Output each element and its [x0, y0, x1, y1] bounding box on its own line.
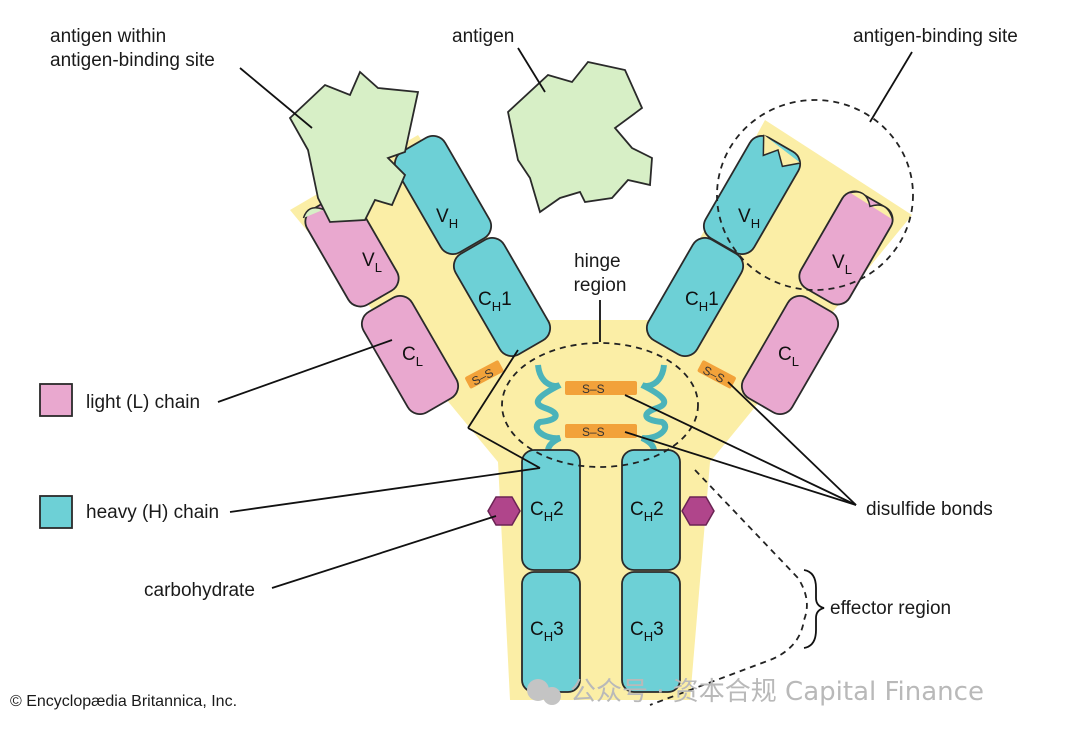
antibody-background-region — [290, 120, 912, 700]
effector-brace — [803, 569, 825, 649]
left-vh-domain — [393, 134, 493, 256]
hinge-region-label: hinge region — [574, 251, 627, 296]
right-vl-label: VL — [832, 252, 852, 277]
bound-antigen — [288, 70, 420, 223]
antigen-binding-site-outline — [716, 99, 914, 291]
effector-region-label: effector region — [830, 598, 951, 619]
heavy-chain-leader-1 — [229, 467, 541, 513]
hinge-bond-2 — [565, 424, 637, 438]
copyright-notice: © Encyclopædia Britannica, Inc. — [10, 693, 237, 710]
antigen-label: antigen — [452, 26, 514, 47]
watermark-text: 公众号 · 资本合规 Capital Finance — [570, 677, 984, 707]
right-arm-bond — [697, 360, 736, 389]
left-fc-chain: CH2 CH3 — [521, 449, 581, 693]
left-light-chain: VL CL — [302, 190, 460, 416]
right-ch1-label: CH1 — [685, 289, 719, 314]
left-cl-label: CL — [402, 344, 423, 369]
heavy-chain-label: heavy (H) chain — [86, 502, 219, 523]
hinge-bond-1 — [565, 381, 637, 395]
hinge-region-outline — [501, 342, 699, 468]
left-heavy-chain: VH CH1 — [393, 134, 552, 358]
left-carbohydrate — [487, 496, 521, 526]
antigen-binding-site-label: antigen-binding site — [853, 26, 1018, 47]
left-vl-label: VL — [362, 250, 382, 275]
heavy-chain-legend-swatch — [39, 495, 73, 529]
free-antigen — [507, 61, 653, 214]
watermark: 公众号 · 资本合规 Capital Finance — [527, 677, 984, 707]
hinge-bonds: S–S S–S S–S S–S — [465, 360, 736, 439]
light-chain-leader — [217, 339, 393, 403]
right-vh-binding-pocket — [762, 134, 801, 168]
right-ch2-domain — [621, 449, 681, 571]
disulfide-leader-2 — [624, 431, 857, 506]
antigen-within-leader — [239, 67, 313, 129]
right-fc-chain: CH2 CH3 — [621, 449, 681, 693]
left-ch2-label: CH2 — [530, 499, 564, 524]
right-cl-domain — [740, 294, 840, 416]
hinge-bond-2-label: S–S — [582, 425, 605, 439]
left-hinge-squiggle — [533, 364, 562, 461]
left-ch1-domain — [452, 236, 552, 358]
hinge-bond-1-label: S–S — [582, 382, 605, 396]
effector-region-outline — [649, 469, 808, 706]
light-chain-legend-swatch — [39, 383, 73, 417]
antigen-binding-site-leader — [869, 51, 913, 123]
right-light-chain: VL CL — [740, 190, 894, 416]
left-ch3-label: CH3 — [530, 619, 564, 644]
left-vh-label: VH — [436, 206, 458, 231]
right-ch2-label: CH2 — [630, 499, 664, 524]
right-ch1-domain — [645, 236, 745, 358]
right-carbohydrate — [681, 496, 715, 526]
light-chain-label: light (L) chain — [86, 392, 200, 413]
left-arm-bond — [465, 360, 504, 389]
disulfide-bonds-label: disulfide bonds — [866, 499, 993, 520]
right-heavy-chain: VH CH1 — [645, 134, 802, 358]
heavy-chain-leader-3 — [467, 427, 541, 469]
right-vl-domain — [798, 190, 894, 306]
right-hinge-squiggle — [640, 364, 669, 461]
left-ch1-label: CH1 — [478, 289, 512, 314]
right-ch3-label: CH3 — [630, 619, 664, 644]
right-vl-binding-pocket — [850, 191, 894, 220]
carbohydrate-leader — [271, 515, 497, 589]
right-ch3-domain — [621, 571, 681, 693]
left-cl-domain — [360, 294, 460, 416]
disulfide-leader-1 — [624, 394, 857, 506]
antigen-leader — [517, 47, 546, 93]
disulfide-leader-3 — [727, 381, 857, 506]
carbohydrate-label: carbohydrate — [144, 580, 255, 601]
left-ch2-domain — [521, 449, 581, 571]
right-vh-label: VH — [738, 206, 760, 231]
antigen-within-label: antigen within antigen-binding site — [50, 26, 215, 71]
right-cl-label: CL — [778, 344, 799, 369]
heavy-chain-leader-2 — [467, 349, 519, 429]
